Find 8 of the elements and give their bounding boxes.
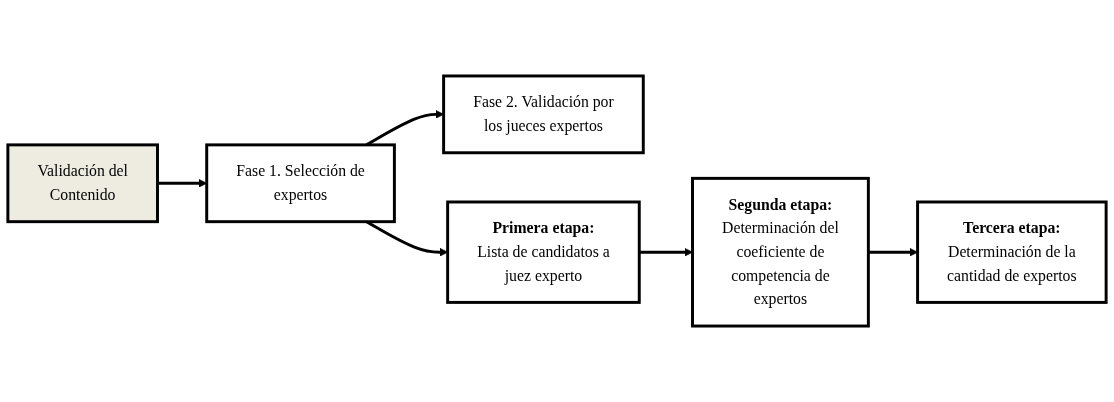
node-box: Validación del Contenido (6, 143, 159, 224)
node-box: Fase 1. Selección de expertos (205, 143, 396, 224)
node-box: Fase 2. Validación por los jueces expertos (442, 74, 645, 155)
node-box: Segunda etapa: Determinación del coeficiente de competencia de expertos (691, 176, 870, 328)
arrow (868, 247, 918, 257)
arrow (639, 247, 693, 257)
node-box: Tercera etapa: Determinación de la cantidad de expertos (916, 200, 1108, 304)
node-box: Primera etapa: Lista de candidatos a juez experto (446, 200, 641, 304)
